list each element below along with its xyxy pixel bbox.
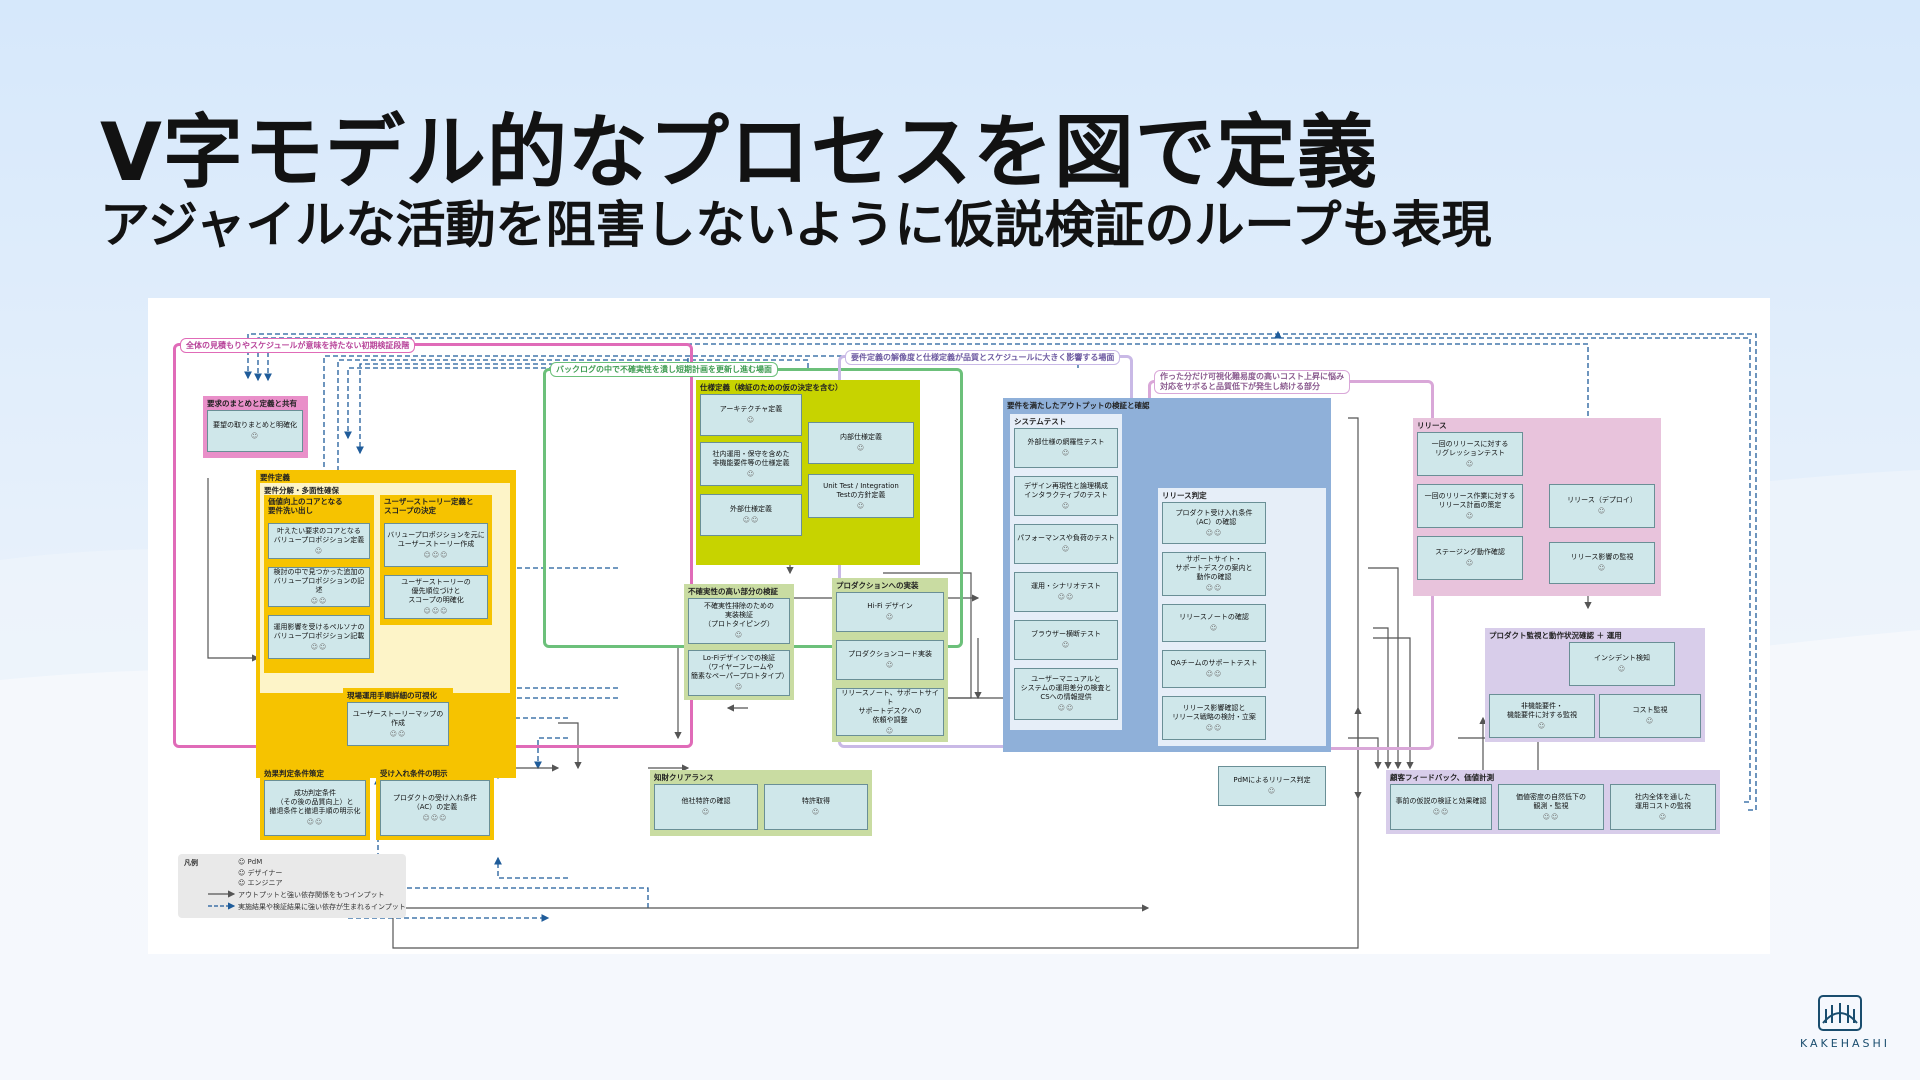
legend-dashed-line: 実施結果や検証結果に強い依存が生まれるインプット	[238, 903, 406, 911]
node-n12: 外部仕様定義☺☺	[700, 494, 802, 536]
node-n2: 叶えたい要求のコアとなる バリュープロポジション定義☺	[268, 523, 370, 559]
node-n41: コスト監視☺	[1599, 694, 1701, 738]
node-n30: リリースノートの確認☺	[1162, 604, 1266, 642]
node-n10: アーキテクチャ定義☺	[700, 394, 802, 436]
node-n13: 内部仕様定義☺	[808, 422, 914, 464]
node-n43: 価値密度の自然低下の 観測・監視☺☺	[1498, 784, 1604, 830]
page-subtitle: アジャイルな活動を阻害しないように仮説検証のループも表現	[100, 196, 1492, 254]
node-n24: パフォーマンスや負荷のテスト☺	[1014, 524, 1118, 564]
node-n21: 特許取得☺	[764, 784, 868, 830]
node-n8: 成功判定条件 （その後の品質向上）と 撤退条件と撤退手順の明示化☺☺	[264, 780, 366, 836]
group-monitoring: プロダクト監視と動作状況確認 ＋ 運用 インシデント検知☺ 非機能要件・ 機能要…	[1485, 628, 1705, 742]
group-effect-criteria: 効果判定条件策定 成功判定条件 （その後の品質向上）と 撤退条件と撤退手順の明示…	[260, 766, 370, 840]
frame-backlog-label: バックログの中で不確実性を潰し短期計画を更新し進む場面	[550, 362, 778, 377]
group-release-decision: リリース判定 プロダクト受け入れ条件 （AC）の確認☺☺ サポートサイト・ サポ…	[1158, 488, 1326, 746]
node-n27: ユーザーマニュアルと システムの運用差分の検査と CSへの情報提供☺☺	[1014, 668, 1118, 720]
node-n32: リリース影響確認と リリース戦略の検討・立案☺☺	[1162, 696, 1266, 740]
frame-cost-label: 作った分だけ可視化難易度の高いコスト上昇に悩み 対応をサボると品質低下が発生し続…	[1154, 370, 1350, 394]
legend: 凡例 ☺ PdM ☺ デザイナー ☺ エンジニア アウトプットと強い依存関係をも…	[178, 854, 406, 918]
frame-spec-impact-label: 要件定義の解像度と仕様定義が品質とスケジュールに大きく影響する場面	[845, 350, 1121, 365]
person-icon: ☺	[238, 869, 246, 877]
node-n16: Lo-Fiデザインでの検証 （ワイヤーフレームや 簡素なペーパープロトタイプ）☺	[688, 650, 790, 696]
kakehashi-logo-icon	[1818, 995, 1862, 1031]
group-core-value: 価値向上のコアとなる 要件洗い出し 叶えたい要求のコアとなる バリュープロポジシ…	[264, 495, 374, 673]
node-n9: プロダクトの受け入れ条件 （AC）の定義☺☺☺	[380, 780, 490, 836]
node-n17: Hi-Fi デザイン☺	[836, 592, 944, 632]
node-n31: QAチームのサポートテスト☺☺	[1162, 650, 1266, 688]
node-n18: プロダクションコード実装☺	[836, 640, 944, 680]
node-n44: 社内全体を通した 運用コストの監視☺	[1610, 784, 1716, 830]
node-n34: 一回のリリースに対する リグレッションテスト☺	[1417, 432, 1523, 476]
group-uncertainty: 不確実性の高い部分の検証 不確実性排除のための 実装検証 （プロトタイピング）☺…	[684, 584, 794, 700]
frame-early-validation-label: 全体の見積もりやスケジュールが意味を持たない初期検証段階	[180, 338, 416, 353]
node-n38: リリース影響の監視☺	[1549, 542, 1655, 584]
node-n23: デザイン再現性と論理構成 インタラクティブのテスト☺	[1014, 476, 1118, 516]
node-n36: ステージング動作確認☺	[1417, 536, 1523, 580]
group-requirement-summary: 要求のまとめと定義と共有 要望の取りまとめと明確化☺	[203, 396, 308, 458]
legend-solid-line: アウトプットと強い依存関係をもつインプット	[238, 891, 385, 899]
group-production: プロダクションへの実装 Hi-Fi デザイン☺ プロダクションコード実装☺ リリ…	[832, 578, 948, 742]
node-n22: 外部仕様の網羅性テスト☺	[1014, 428, 1118, 468]
node-n40: 非機能要件・ 機能要件に対する監視☺	[1489, 694, 1595, 738]
node-n19: リリースノート、サポートサイト サポートデスクへの 依頼や調整☺	[836, 688, 944, 736]
process-diagram-panel: 全体の見積もりやスケジュールが意味を持たない初期検証段階 バックログの中で不確実…	[148, 298, 1770, 954]
node-n33: PdMによるリリース判定☺	[1218, 766, 1326, 806]
group-system-test: システムテスト 外部仕様の網羅性テスト☺ デザイン再現性と論理構成 インタラクテ…	[1010, 414, 1122, 730]
group-field-ops: 現場運用手順詳細の可視化 ユーザーストーリーマップの 作成☺☺	[343, 688, 453, 752]
kakehashi-logo: KAKEHASHI	[1800, 995, 1887, 1050]
person-icon: ☺	[238, 879, 246, 887]
legend-line-samples	[208, 890, 236, 910]
node-n11: 社内運用・保守を含めた 非機能要件等の仕様定義☺	[700, 442, 802, 486]
node-n42: 事前の仮説の検証と効果確認☺☺	[1390, 784, 1492, 830]
node-n35: 一回のリリース作業に対する リリース計画の策定☺	[1417, 484, 1523, 528]
node-n14: Unit Test / Integration Testの方針定義☺	[808, 474, 914, 518]
node-n39: インシデント検知☺	[1569, 642, 1675, 686]
node-n3: 検討の中で見つかった追加の バリュープロポジションの記述☺☺	[268, 567, 370, 607]
node-n26: ブラウザー横断テスト☺	[1014, 620, 1118, 660]
group-spec-definition: 仕様定義（検証のための仮の決定を含む） アーキテクチャ定義☺ 社内運用・保守を含…	[696, 380, 920, 565]
person-icon: ☺	[238, 858, 246, 866]
group-ip-clearance: 知財クリアランス 他社特許の確認☺ 特許取得☺	[650, 770, 872, 836]
group-release: リリース 一回のリリースに対する リグレッションテスト☺ 一回のリリース作業に対…	[1413, 418, 1661, 596]
node-n25: 運用・シナリオテスト☺☺	[1014, 572, 1118, 612]
group-user-story: ユーザーストーリー定義と スコープの決定 バリュープロポジションを元に ユーザー…	[380, 495, 492, 625]
node-n4: 運用影響を受けるペルソナの バリュープロポジション記載☺☺	[268, 615, 370, 659]
node-n7: ユーザーストーリーマップの 作成☺☺	[347, 702, 449, 746]
group-acceptance: 受け入れ条件の明示 プロダクトの受け入れ条件 （AC）の定義☺☺☺	[376, 766, 494, 840]
node-n5: バリュープロポジションを元に ユーザーストーリー作成☺☺☺	[384, 523, 488, 567]
group-feedback: 顧客フィードバック、価値計測 事前の仮説の検証と効果確認☺☺ 価値密度の自然低下…	[1386, 770, 1720, 834]
node-n6: ユーザーストーリーの 優先順位づけと スコープの明確化☺☺☺	[384, 575, 488, 619]
node-n37: リリース（デプロイ）☺	[1549, 484, 1655, 528]
node-n20: 他社特許の確認☺	[654, 784, 758, 830]
node-n1: 要望の取りまとめと明確化☺	[207, 410, 303, 452]
node-n29: サポートサイト・ サポートデスクの案内と 動作の確認☺☺	[1162, 552, 1266, 596]
node-n15: 不確実性排除のための 実装検証 （プロトタイピング）☺	[688, 598, 790, 644]
node-n28: プロダクト受け入れ条件 （AC）の確認☺☺	[1162, 502, 1266, 544]
page-title: V字モデル的なプロセスを図で定義	[100, 106, 1378, 199]
